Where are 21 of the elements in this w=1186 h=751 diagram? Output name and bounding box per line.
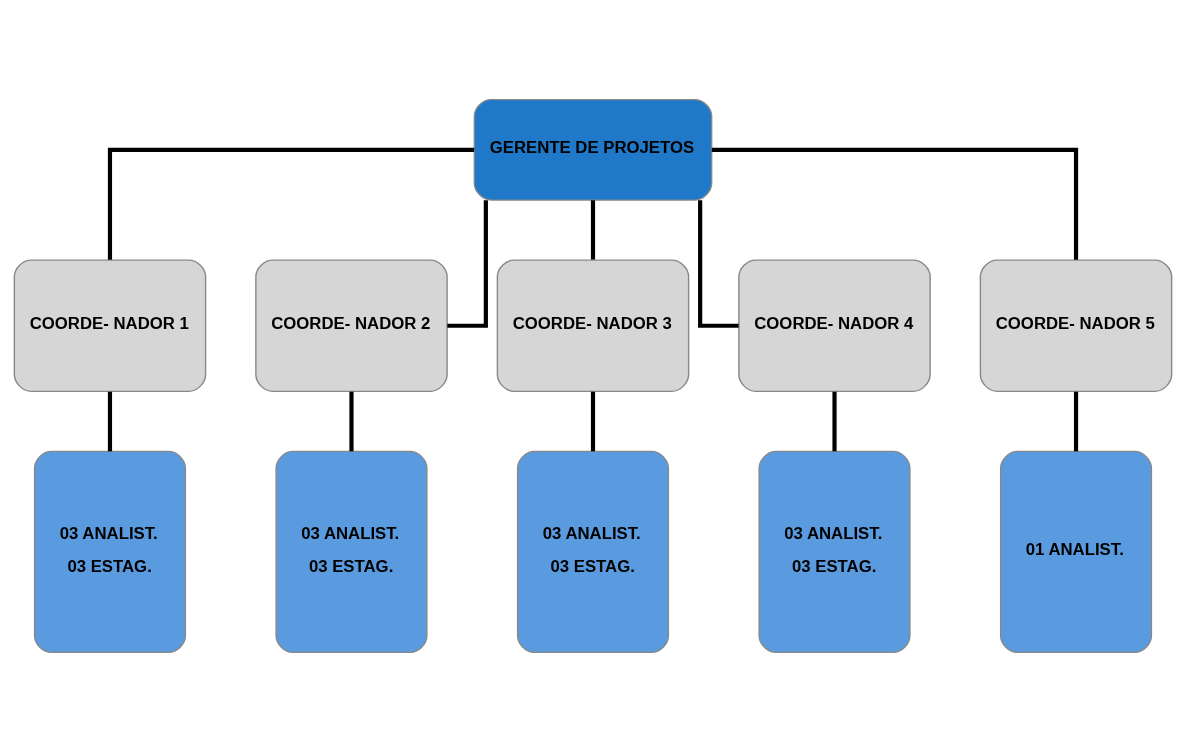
connector xyxy=(590,199,596,260)
node-box: COORDE- NADOR 3 xyxy=(496,258,690,392)
connector xyxy=(590,391,596,451)
node-box: 03 ANALIST. 03 ESTAG. xyxy=(33,450,187,653)
node-box: GERENTE DE PROJETOS xyxy=(473,98,713,201)
connector xyxy=(447,199,488,328)
connector xyxy=(698,199,739,328)
node-box: COORDE- NADOR 2 xyxy=(255,258,448,392)
connector xyxy=(832,391,837,451)
node-box: 01 ANALIST. xyxy=(999,450,1153,653)
node-box: COORDE- NADOR 1 xyxy=(13,258,207,392)
connector xyxy=(711,147,1079,260)
connector xyxy=(107,147,475,260)
node-box: 03 ANALIST. 03 ESTAG. xyxy=(516,450,670,653)
connector xyxy=(107,391,113,451)
node-box: 03 ANALIST. 03 ESTAG. xyxy=(758,450,911,653)
node-box: 03 ANALIST. 03 ESTAG. xyxy=(275,450,428,653)
connector xyxy=(349,391,354,451)
connector xyxy=(1073,391,1079,451)
node-box: COORDE- NADOR 5 xyxy=(979,258,1173,392)
node-box: COORDE- NADOR 4 xyxy=(738,258,931,392)
